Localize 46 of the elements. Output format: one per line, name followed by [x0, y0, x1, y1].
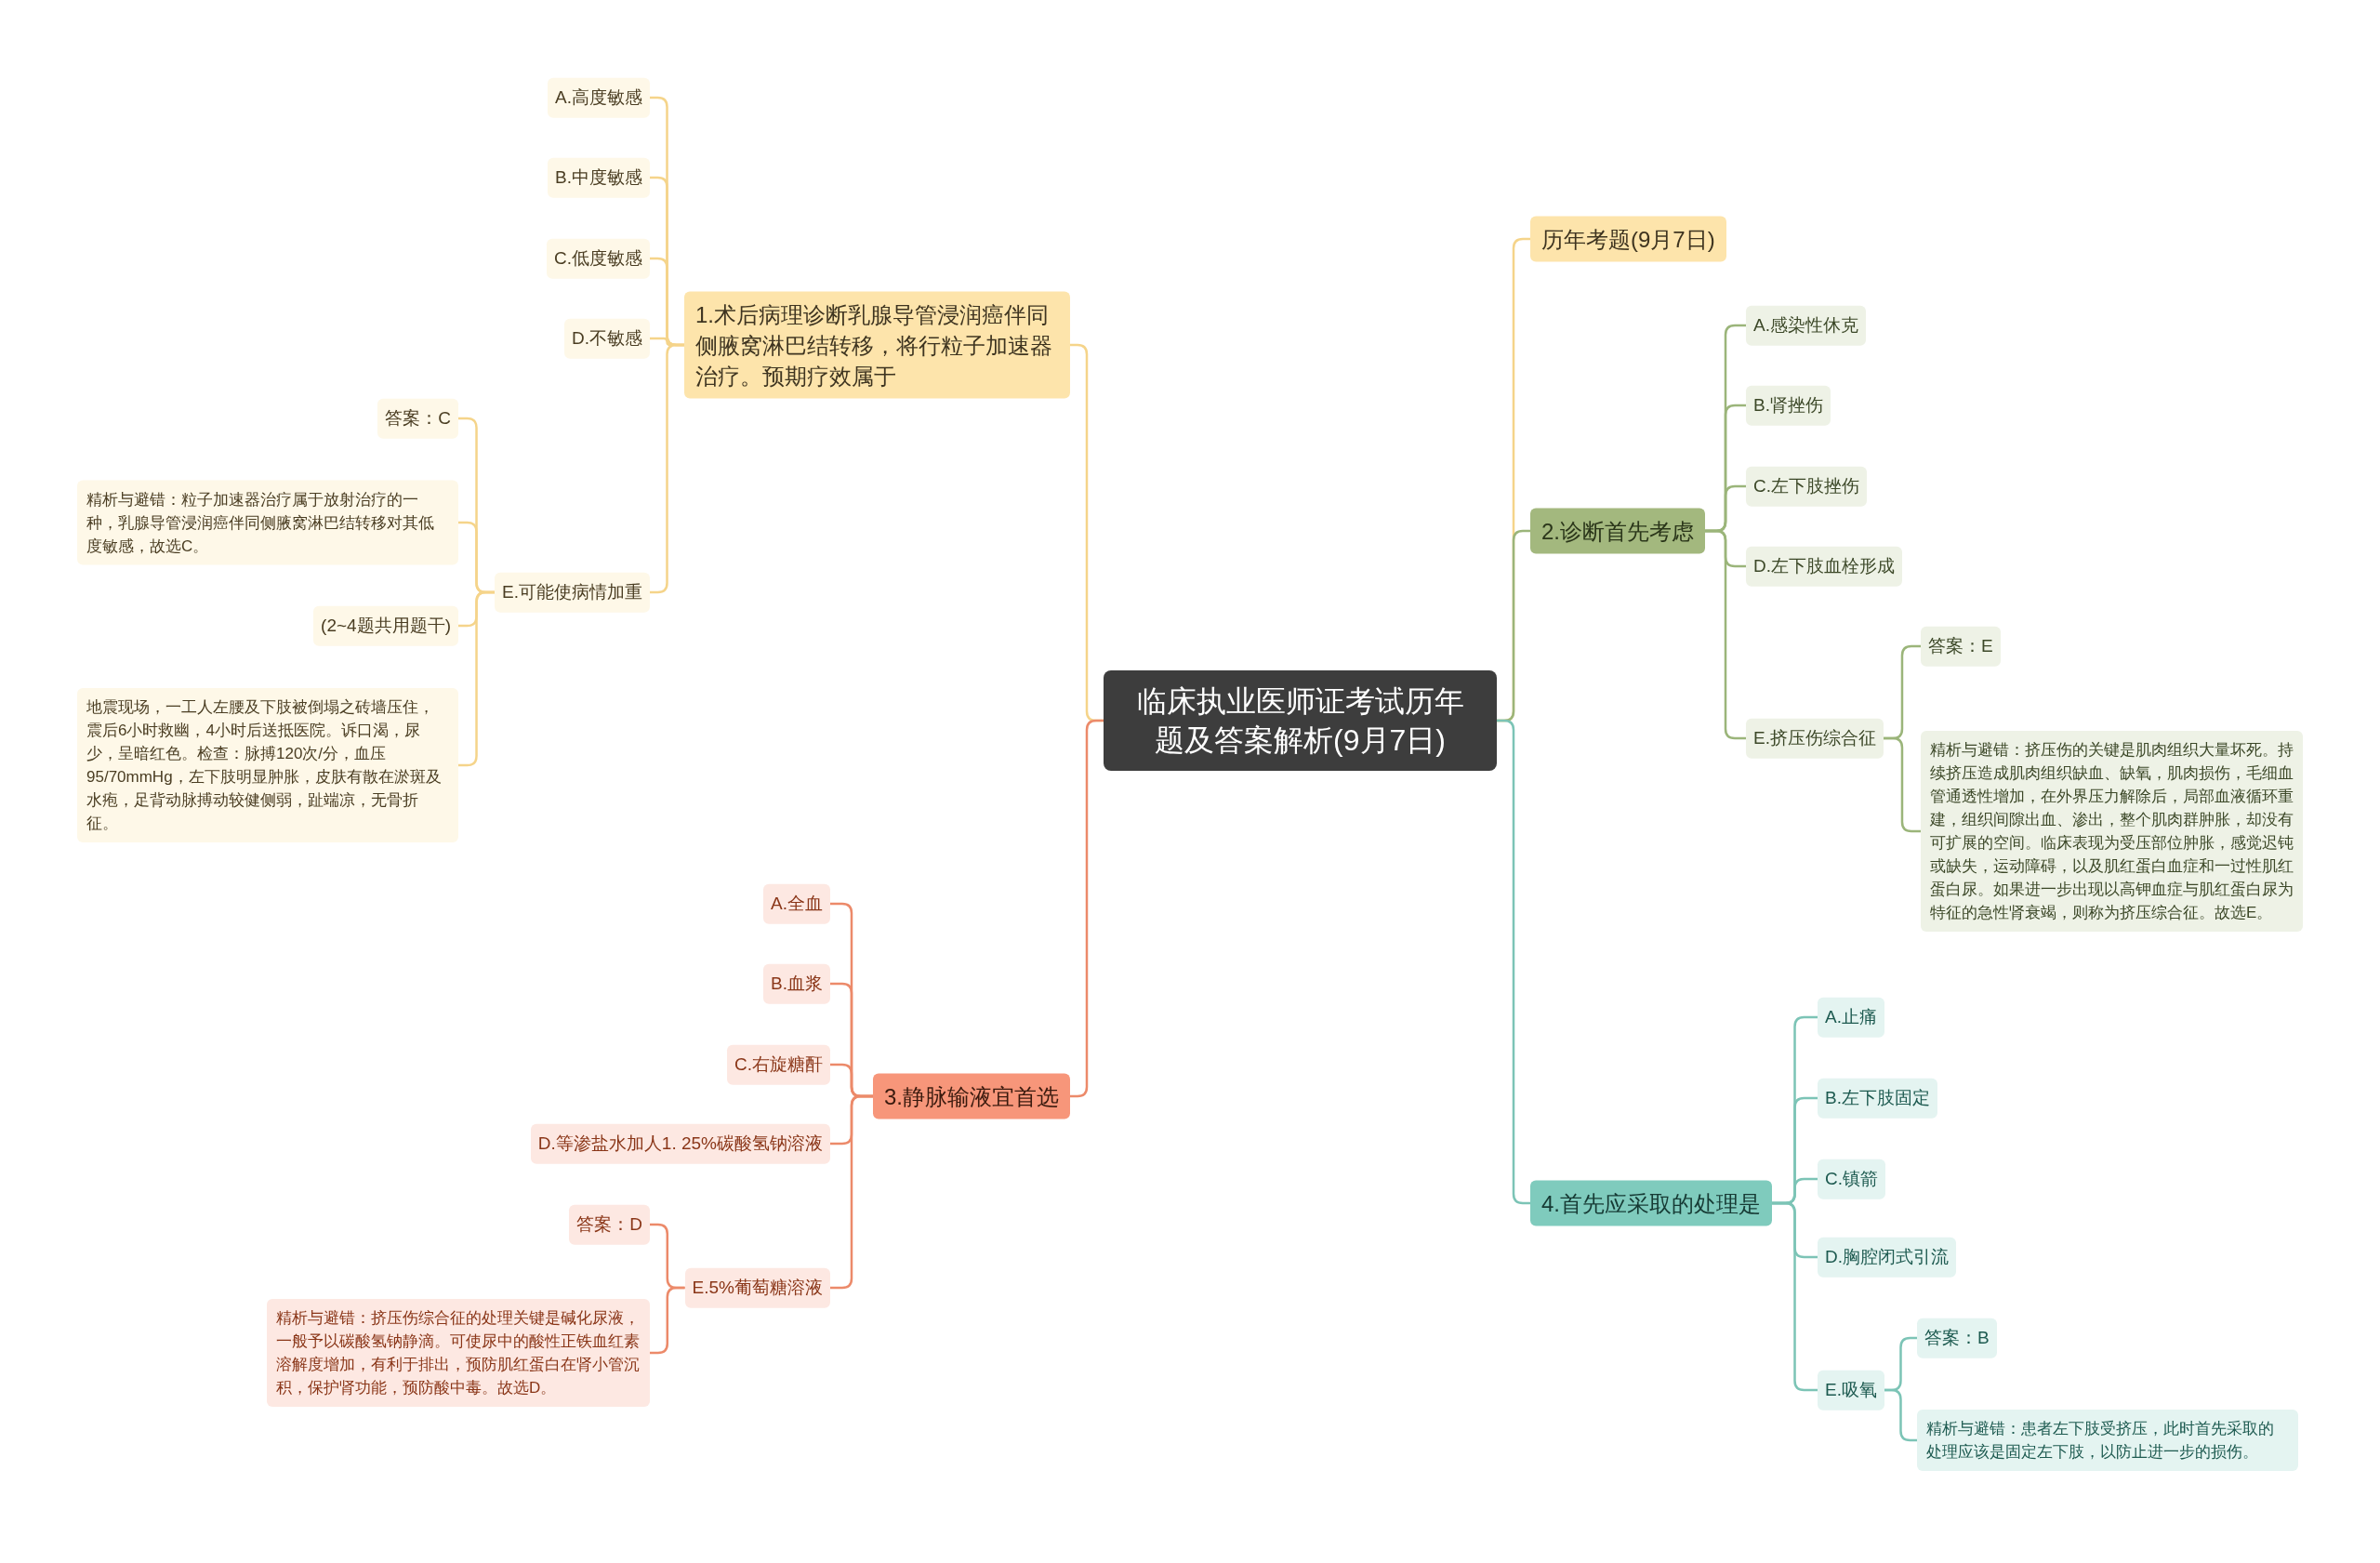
subtopic-box: 答案：B [1917, 1318, 1997, 1358]
subtopic-box: D.不敏感 [564, 318, 650, 359]
subtopic-box: B.血浆 [763, 963, 830, 1004]
note-box: 精析与避错：挤压伤的关键是肌肉组织大量坏死。持续挤压造成肌肉组织缺血、缺氧，肌肉损伤，毛细血管通透性增加，在外界压力解除后，局部血液循环重建，组织间隙出血、渗出，整个肌肉群肿胀，却没有可扩展的空间。临床表现为受压部位肿胀，感觉迟钝或缺失，运动障碍，以及肌红蛋白血症和一过性肌红蛋白尿。如果进一步出现以高钾血症与肌红蛋白尿为特征的急性肾衰竭，则称为挤压综合征。故选E。 [1921, 731, 2303, 932]
topic-box: 历年考题(9月7日) [1530, 216, 1726, 262]
topic-box: 3.静脉输液宜首选 [873, 1073, 1070, 1119]
connector-line [1772, 1201, 1818, 1392]
topic-box: 2.诊断首先考虑 [1530, 508, 1705, 554]
connector-line [1070, 719, 1104, 1098]
connector-line [1884, 1388, 1917, 1442]
subtopic-box: E.挤压伤综合征 [1746, 718, 1884, 759]
central-topic: 临床执业医师证考试历年题及答案解析(9月7日) [1104, 670, 1497, 771]
subtopic-box: E.5%葡萄糖溶液 [684, 1267, 830, 1308]
subtopic-box: D.等渗盐水加人1. 25%碳酸氢钠溶液 [530, 1123, 830, 1164]
topic-box: 1.术后病理诊断乳腺导管浸润癌伴同侧腋窝淋巴结转移，将行粒子加速器治疗。预期疗效属于 [684, 291, 1070, 399]
subtopic-box: B.中度敏感 [548, 157, 650, 198]
subtopic-box: B.肾挫伤 [1746, 385, 1831, 426]
subtopic-box: C.右旋糖酐 [727, 1044, 830, 1085]
subtopic-box: (2~4题共用题干) [313, 605, 458, 646]
subtopic-box: A.全血 [763, 883, 830, 924]
connector-line [650, 343, 684, 594]
connector-line [1883, 736, 1921, 833]
subtopic-box: E.吸氧 [1818, 1370, 1884, 1411]
connector-line [458, 590, 496, 767]
subtopic-box: C.左下肢挫伤 [1746, 466, 1867, 507]
subtopic-box: 答案：C [377, 398, 458, 439]
connector-line [830, 1094, 873, 1290]
subtopic-box: D.胸腔闭式引流 [1818, 1237, 1956, 1278]
subtopic-box: B.左下肢固定 [1818, 1078, 1937, 1119]
subtopic-box: C.镇箭 [1818, 1159, 1885, 1199]
subtopic-box: A.感染性休克 [1746, 305, 1866, 346]
note-box: 精析与避错：粒子加速器治疗属于放射治疗的一种，乳腺导管浸润癌伴同侧腋窝淋巴结转移对其低度敏感，故选C。 [77, 480, 458, 565]
connector-line [1497, 719, 1530, 1205]
subtopic-box: E.可能使病情加重 [495, 572, 650, 613]
subtopic-box: A.高度敏感 [548, 77, 650, 118]
subtopic-box: C.低度敏感 [547, 238, 650, 279]
note-box: 精析与避错：挤压伤综合征的处理关键是碱化尿液，一般予以碳酸氢钠静滴。可使尿中的酸性正铁血红素溶解度增加，有利于排出，预防肌红蛋白在肾小管沉积，保护肾功能，预防酸中毒。故选D。 [267, 1299, 650, 1407]
subtopic-box: 答案：D [569, 1204, 650, 1245]
subtopic-box: A.止痛 [1818, 997, 1884, 1038]
topic-box: 4.首先应采取的处理是 [1530, 1180, 1772, 1226]
connector-line [650, 1286, 685, 1355]
subtopic-box: D.左下肢血栓形成 [1746, 546, 1902, 587]
connector-line [1705, 529, 1746, 740]
note-box: 地震现场，一工人左腰及下肢被倒塌之砖墙压住，震后6小时救幽，4小时后送抵医院。诉口渴，尿少，呈暗红色。检查：脉搏120次/分，血压95/70mmHg，左下肢明显肿胀，皮肤有散在淤斑及水疱，足背动脉搏动较健侧弱，趾端凉，无骨折征。 [77, 688, 458, 842]
note-box: 精析与避错：患者左下肢受挤压，此时首先采取的处理应该是固定左下肢，以防止进一步的损伤。 [1917, 1410, 2298, 1471]
subtopic-box: 答案：E [1921, 626, 2001, 667]
